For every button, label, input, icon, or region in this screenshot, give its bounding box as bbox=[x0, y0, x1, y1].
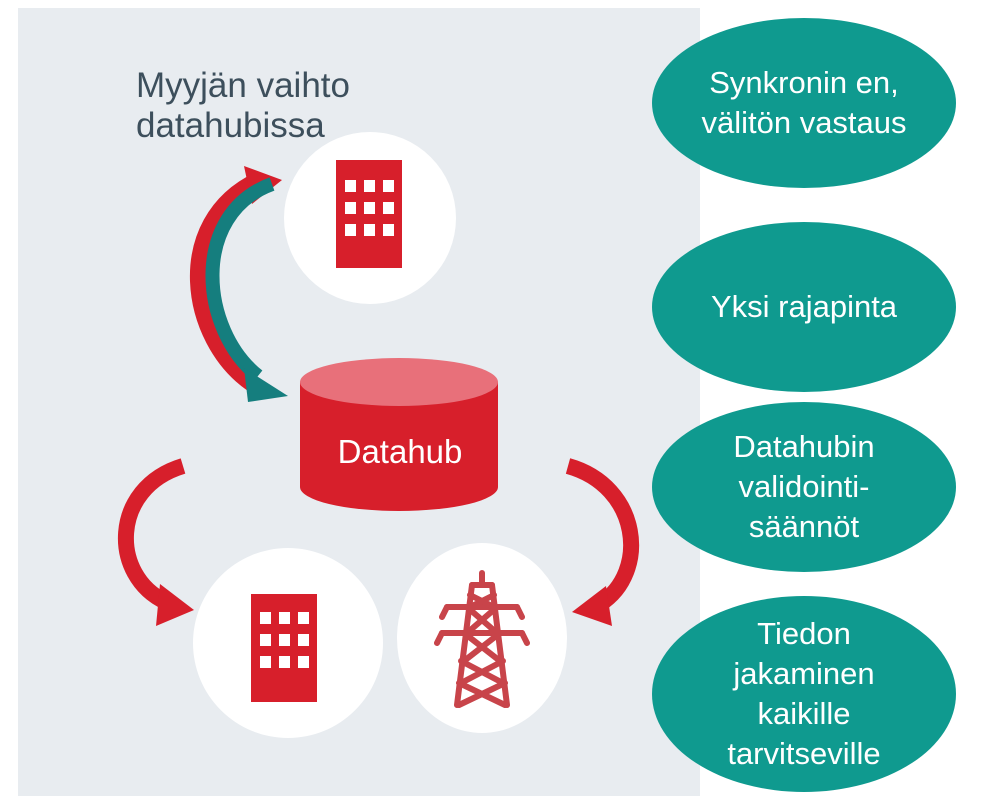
database-cylinder-icon bbox=[300, 358, 498, 511]
benefit-text: Yksi rajapinta bbox=[710, 289, 898, 324]
benefit-text: Synkronin en, välitön vastaus bbox=[701, 65, 907, 140]
benefit-bubble-single-interface: Yksi rajapinta bbox=[652, 222, 956, 392]
bottom-left-circle bbox=[193, 548, 383, 738]
building-icon bbox=[251, 594, 317, 702]
benefit-text: Datahubin validointi-säännöt bbox=[733, 429, 875, 544]
datahub-label: Datahub bbox=[337, 433, 463, 470]
red-arrow-to-bottom-right bbox=[565, 458, 640, 626]
benefit-bubble-synchronous: Synkronin en, välitön vastaus bbox=[652, 18, 956, 188]
benefit-bubble-validation-rules: Datahubin validointi-säännöt bbox=[652, 402, 956, 572]
teal-arrow-to-datahub bbox=[205, 177, 288, 402]
bottom-right-circle bbox=[397, 543, 567, 733]
power-pylon-icon bbox=[434, 570, 530, 708]
building-icon bbox=[336, 160, 402, 268]
diagram-title: Myyjän vaihto datahubissa bbox=[136, 66, 350, 145]
benefit-bubble-data-sharing: Tiedon jakaminen kaikille tarvitseville bbox=[652, 596, 956, 792]
red-arrow-to-bottom-left bbox=[118, 458, 194, 626]
top-circle bbox=[284, 132, 456, 304]
benefit-text: Tiedon jakaminen kaikille tarvitseville bbox=[727, 616, 881, 771]
